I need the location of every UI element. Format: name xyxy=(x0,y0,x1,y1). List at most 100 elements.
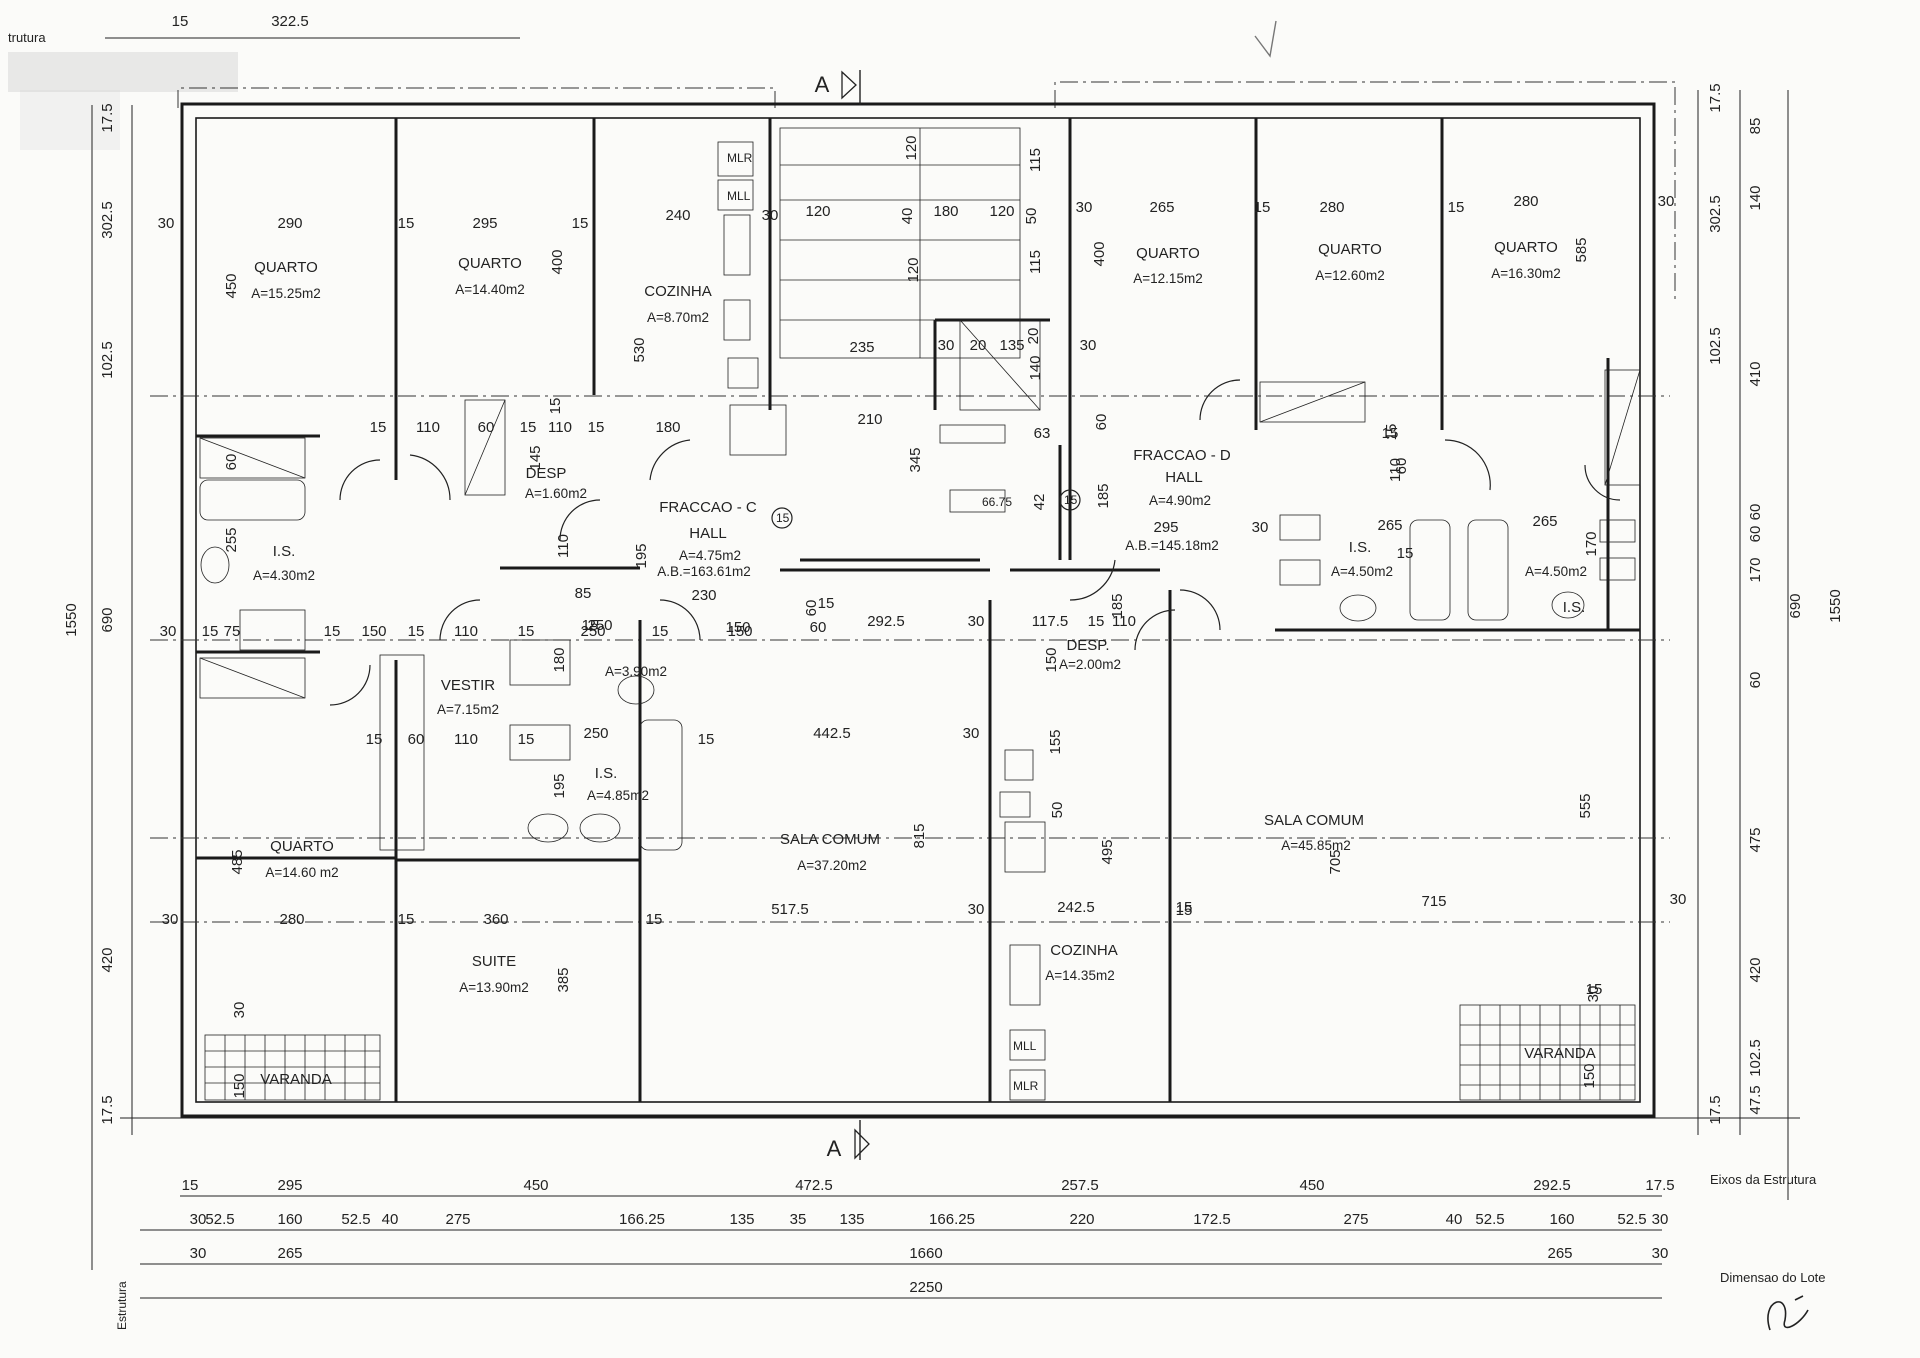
quarto-6-area: A=14.60 m2 xyxy=(265,865,338,880)
dimension-value: 150 xyxy=(361,623,386,640)
wardrobes xyxy=(199,369,1641,851)
sala-d-area: A=45.85m2 xyxy=(1281,838,1350,853)
dimension-value: 172.5 xyxy=(1193,1211,1231,1228)
hall-d-title: FRACCAO - D xyxy=(1133,447,1231,464)
dimension-value: 60 xyxy=(478,419,495,436)
top-dim-15: 15 xyxy=(172,13,189,30)
dimension-value: 52.5 xyxy=(1475,1211,1504,1228)
dimension-value: 110 xyxy=(416,419,440,436)
bottom-dimension-lines xyxy=(120,1117,1800,1299)
structure-axes xyxy=(150,395,1670,923)
dimension-value: 1660 xyxy=(909,1245,942,1262)
dimension-value: 30 xyxy=(160,623,177,640)
dimension-value: 35 xyxy=(790,1211,807,1228)
dimension-value: 120 xyxy=(805,203,830,220)
dimension-value: 15 xyxy=(182,1177,199,1194)
dimension-value: 20 xyxy=(970,337,987,354)
dimension-value: 360 xyxy=(483,911,508,928)
dimension-value: 40 xyxy=(1446,1211,1463,1228)
dimension-value: 30 xyxy=(762,207,779,224)
dimension-value: 180 xyxy=(655,419,680,436)
dimension-value: 250 xyxy=(583,725,608,742)
hall-c-area: A=4.75m2 xyxy=(679,548,741,563)
dimension-value: 47.5 xyxy=(1747,1085,1764,1114)
dimension-value: 240 xyxy=(665,207,690,224)
dimension-value: 60 xyxy=(223,454,240,471)
dimension-value: 690 xyxy=(99,607,116,632)
outer-walls xyxy=(180,102,1656,1118)
hall-c-title: FRACCAO - C xyxy=(659,499,757,516)
dimension-value: 110 xyxy=(555,534,572,558)
dimension-value: 150 xyxy=(231,1073,248,1098)
dimension-value: 30 xyxy=(1252,519,1269,536)
balcony-tiles-right xyxy=(1459,1004,1636,1101)
dimension-value: 15 xyxy=(408,623,425,640)
lift-value: 66.75 xyxy=(982,495,1012,509)
dimension-value: 30 xyxy=(1080,337,1097,354)
dimension-value: 420 xyxy=(1747,957,1764,982)
dimension-value: 150 xyxy=(727,623,752,640)
dimension-value: 15 xyxy=(547,398,564,415)
dimension-value: 17.5 xyxy=(99,103,116,132)
sala-c-name: SALA COMUM xyxy=(780,831,880,848)
dimension-value: 180 xyxy=(933,203,958,220)
dimension-value: 150 xyxy=(1581,1063,1598,1088)
dimension-value: 135 xyxy=(839,1211,864,1228)
dimension-value: 102.5 xyxy=(99,341,116,379)
dimension-value: 15 xyxy=(582,617,599,634)
mlr-label-d: MLR xyxy=(1013,1079,1039,1093)
dimension-value: 302.5 xyxy=(1707,195,1724,233)
dimension-value: 255 xyxy=(223,527,240,552)
dimension-value: 400 xyxy=(549,249,566,274)
circle-15-d: 15 xyxy=(1064,493,1078,507)
dimension-value: 210 xyxy=(857,411,882,428)
dimension-value: 517.5 xyxy=(771,901,809,918)
dimension-value: 302.5 xyxy=(99,201,116,239)
dimension-value: 555 xyxy=(1577,793,1594,818)
dimension-value: 495 xyxy=(1099,839,1116,864)
dimension-value: 15 xyxy=(366,731,383,748)
hall-d-ab: A.B.=145.18m2 xyxy=(1125,538,1218,553)
hall-d-name: HALL xyxy=(1165,469,1203,486)
is-c1-name: I.S. xyxy=(273,543,296,560)
dimension-value: 195 xyxy=(633,543,650,568)
balcony-tiles-left xyxy=(204,1034,381,1101)
dimension-value: 15 xyxy=(1448,199,1465,216)
room-labels: QUARTO A=15.25m2 QUARTO A=14.40m2 COZINH… xyxy=(251,239,1595,1088)
interior-walls xyxy=(196,118,1640,1102)
circle-15-c: 15 xyxy=(776,511,790,525)
dimension-value: 15 xyxy=(646,911,663,928)
dimension-value: 292.5 xyxy=(1533,1177,1571,1194)
dimension-value: 60 xyxy=(1747,504,1764,521)
dimension-value: 50 xyxy=(1049,802,1066,819)
doors xyxy=(329,379,1621,706)
quarto-2-area: A=14.40m2 xyxy=(455,282,524,297)
is-c3-area: A=4.85m2 xyxy=(587,788,649,803)
suite-area: A=13.90m2 xyxy=(459,980,528,995)
dimension-value: 170 xyxy=(1583,531,1600,556)
dimension-value: 17.5 xyxy=(1707,83,1724,112)
dimension-value: 15 xyxy=(1176,899,1193,916)
cozinha-d-area: A=14.35m2 xyxy=(1045,968,1114,983)
dimension-value: 170 xyxy=(1747,557,1764,582)
suite-name: SUITE xyxy=(472,953,516,970)
dimension-value: 117.5 xyxy=(1032,613,1068,630)
quarto-1-area: A=15.25m2 xyxy=(251,286,320,301)
sala-c-area: A=37.20m2 xyxy=(797,858,866,873)
varanda-2-name: VARANDA xyxy=(1524,1045,1595,1062)
dimension-value: 265 xyxy=(277,1245,302,1262)
dimension-value: 40 xyxy=(382,1211,399,1228)
dimension-value: 120 xyxy=(903,135,920,160)
dimension-value: 140 xyxy=(1747,185,1764,210)
quarto-2-name: QUARTO xyxy=(458,255,522,272)
dimension-value: 17.5 xyxy=(1707,1095,1724,1124)
kitchen-c-appliances xyxy=(717,141,787,456)
dimension-value: 530 xyxy=(631,337,648,362)
dimension-value: 815 xyxy=(911,823,928,848)
mll-label-c: MLL xyxy=(727,189,751,203)
quarto-3-area: A=12.15m2 xyxy=(1133,271,1202,286)
dimension-value: 110 xyxy=(454,731,478,748)
dimension-value: 20 xyxy=(1025,328,1042,345)
dimension-value: 280 xyxy=(1319,199,1344,216)
